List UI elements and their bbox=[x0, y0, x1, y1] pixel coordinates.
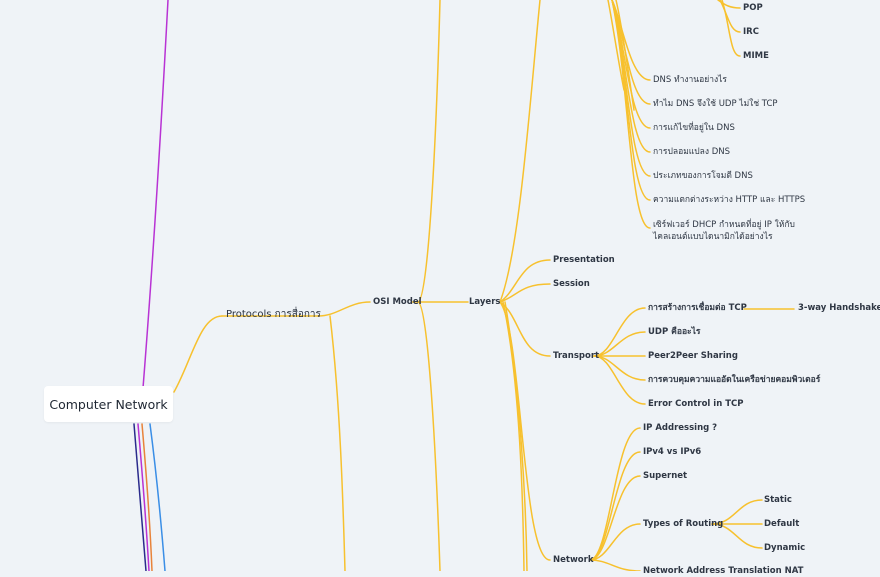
branch-line-purple-top bbox=[142, 0, 169, 389]
layer-network-node[interactable]: Network bbox=[553, 555, 594, 565]
routing-type-node[interactable]: Static bbox=[764, 495, 792, 505]
layers-node[interactable]: Layers bbox=[469, 297, 501, 307]
protocols-node[interactable]: Protocols การสื่อการ bbox=[226, 309, 321, 320]
branch-line-blue bbox=[149, 423, 166, 571]
app-topic-node[interactable]: DNS ทำงานอย่างไร bbox=[653, 75, 727, 85]
network-item-node[interactable]: Network Address Translation NAT bbox=[643, 566, 804, 576]
layer-session-node[interactable]: Session bbox=[553, 279, 590, 289]
transport-item-node[interactable]: การควบคุมความแออัดในเครือข่ายคอมพิวเตอร์ bbox=[648, 375, 821, 385]
branch-line-orange bbox=[141, 423, 153, 571]
layer-transport-node[interactable]: Transport bbox=[553, 351, 600, 361]
app-protocol-node[interactable]: IRC bbox=[743, 27, 759, 37]
routing-type-node[interactable]: Default bbox=[764, 519, 800, 529]
branch-line-navy bbox=[133, 423, 147, 571]
transport-item-node[interactable]: UDP คืออะไร bbox=[648, 327, 701, 337]
app-topic-node[interactable]: เซิร์ฟเวอร์ DHCP กำหนดที่อยู่ IP ให้กับไ… bbox=[653, 220, 795, 242]
handshake-node[interactable]: 3-way Handshake bbox=[798, 303, 880, 313]
transport-item-node[interactable]: การสร้างการเชื่อมต่อ TCP bbox=[648, 303, 747, 313]
transport-item-node[interactable]: Error Control in TCP bbox=[648, 399, 744, 409]
network-item-node[interactable]: Supernet bbox=[643, 471, 688, 481]
app-topic-node[interactable]: ทำไม DNS จึงใช้ UDP ไม่ใช่ TCP bbox=[653, 99, 778, 109]
app-topic-node[interactable]: ความแตกต่างระหว่าง HTTP และ HTTPS bbox=[653, 195, 806, 205]
app-protocol-node[interactable]: MIME bbox=[743, 51, 769, 61]
branch-line-purple-bottom bbox=[137, 423, 150, 571]
root-node[interactable]: Computer Network bbox=[44, 386, 173, 422]
network-item-node[interactable]: Types of Routing bbox=[643, 519, 724, 529]
network-item-node[interactable]: IP Addressing ? bbox=[643, 423, 718, 433]
layer-presentation-node[interactable]: Presentation bbox=[553, 255, 615, 265]
network-item-node[interactable]: IPv4 vs IPv6 bbox=[643, 447, 702, 457]
app-topic-node[interactable]: การปลอมแปลง DNS bbox=[653, 147, 731, 157]
app-topic-node[interactable]: ประเภทของการโจมตี DNS bbox=[653, 171, 753, 181]
app-topic-node[interactable]: การแก้ไขที่อยู่ใน DNS bbox=[653, 123, 735, 133]
transport-item-node[interactable]: Peer2Peer Sharing bbox=[648, 351, 738, 361]
root-label: Computer Network bbox=[49, 396, 168, 412]
osi-model-node[interactable]: OSI Model bbox=[373, 297, 422, 307]
routing-type-node[interactable]: Dynamic bbox=[764, 543, 806, 553]
app-protocol-node[interactable]: POP bbox=[743, 3, 763, 13]
